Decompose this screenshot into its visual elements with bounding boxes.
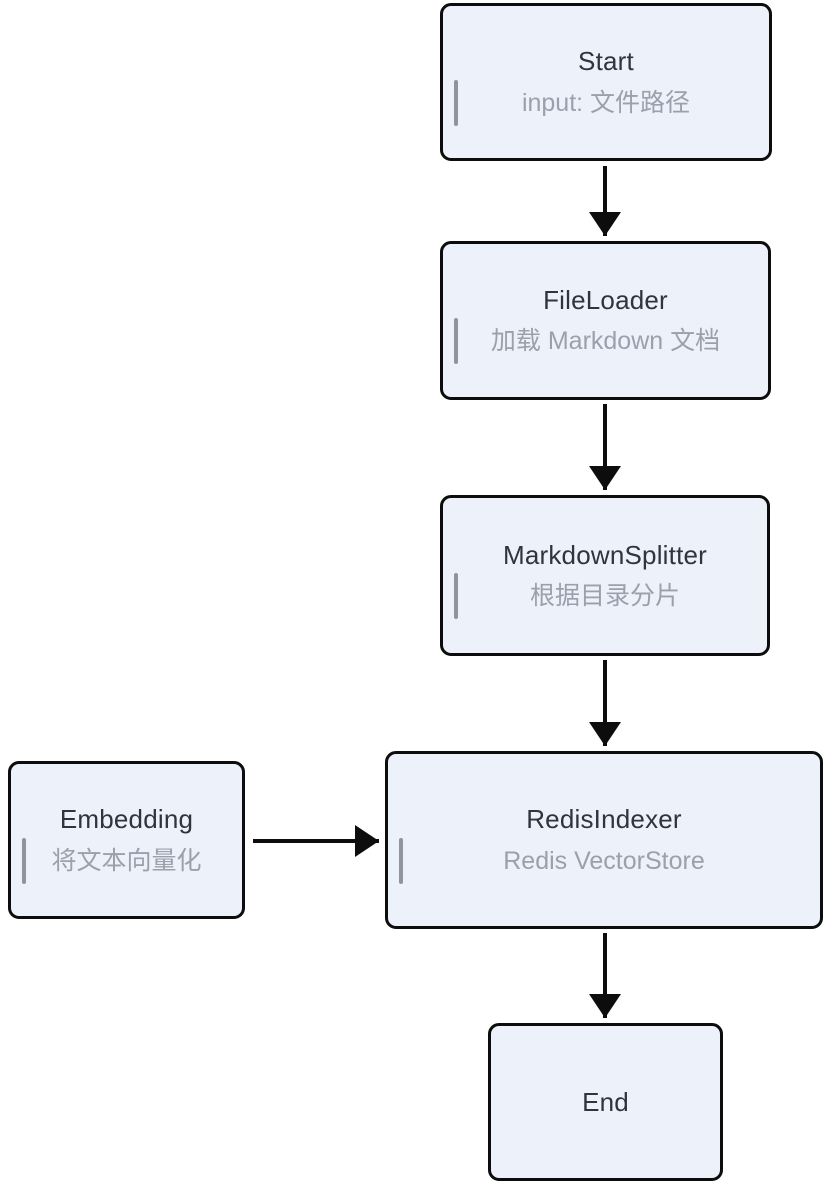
node-redis-indexer-subtitle: Redis VectorStore bbox=[503, 846, 705, 875]
node-redis-indexer-title: RedisIndexer bbox=[526, 804, 682, 834]
node-markdown-splitter-subtitle-row: 根据目录分片 bbox=[443, 573, 767, 620]
node-markdown-splitter-title: MarkdownSplitter bbox=[502, 539, 708, 570]
node-end-title: End bbox=[582, 1086, 629, 1117]
node-file-loader-subtitle: 加载 Markdown 文档 bbox=[490, 327, 721, 355]
node-embedding-subtitle-row: 将文本向量化 bbox=[11, 837, 242, 884]
node-embedding-title: Embedding bbox=[59, 804, 194, 834]
node-file-loader-title: FileLoader bbox=[543, 284, 668, 315]
node-end[interactable]: End bbox=[488, 1023, 723, 1181]
node-start-title: Start bbox=[578, 46, 634, 76]
accent-bar-icon bbox=[454, 573, 458, 620]
node-start-subtitle: input: 文件路径 bbox=[521, 88, 691, 117]
accent-bar-icon bbox=[22, 837, 26, 884]
node-start-subtitle-row: input: 文件路径 bbox=[443, 79, 769, 126]
node-start[interactable]: Start input: 文件路径 bbox=[440, 3, 772, 161]
node-markdown-splitter[interactable]: MarkdownSplitter 根据目录分片 bbox=[440, 495, 770, 656]
accent-bar-icon bbox=[454, 79, 458, 126]
accent-bar-icon bbox=[399, 837, 403, 884]
node-redis-indexer-subtitle-row: Redis VectorStore bbox=[388, 837, 820, 884]
node-file-loader-subtitle-row: 加载 Markdown 文档 bbox=[443, 318, 768, 365]
node-redis-indexer[interactable]: RedisIndexer Redis VectorStore bbox=[385, 751, 823, 929]
node-embedding[interactable]: Embedding 将文本向量化 bbox=[8, 761, 245, 919]
accent-bar-icon bbox=[454, 318, 458, 365]
node-markdown-splitter-subtitle: 根据目录分片 bbox=[529, 582, 680, 610]
node-file-loader[interactable]: FileLoader 加载 Markdown 文档 bbox=[440, 241, 771, 400]
node-embedding-subtitle: 将文本向量化 bbox=[51, 846, 202, 875]
